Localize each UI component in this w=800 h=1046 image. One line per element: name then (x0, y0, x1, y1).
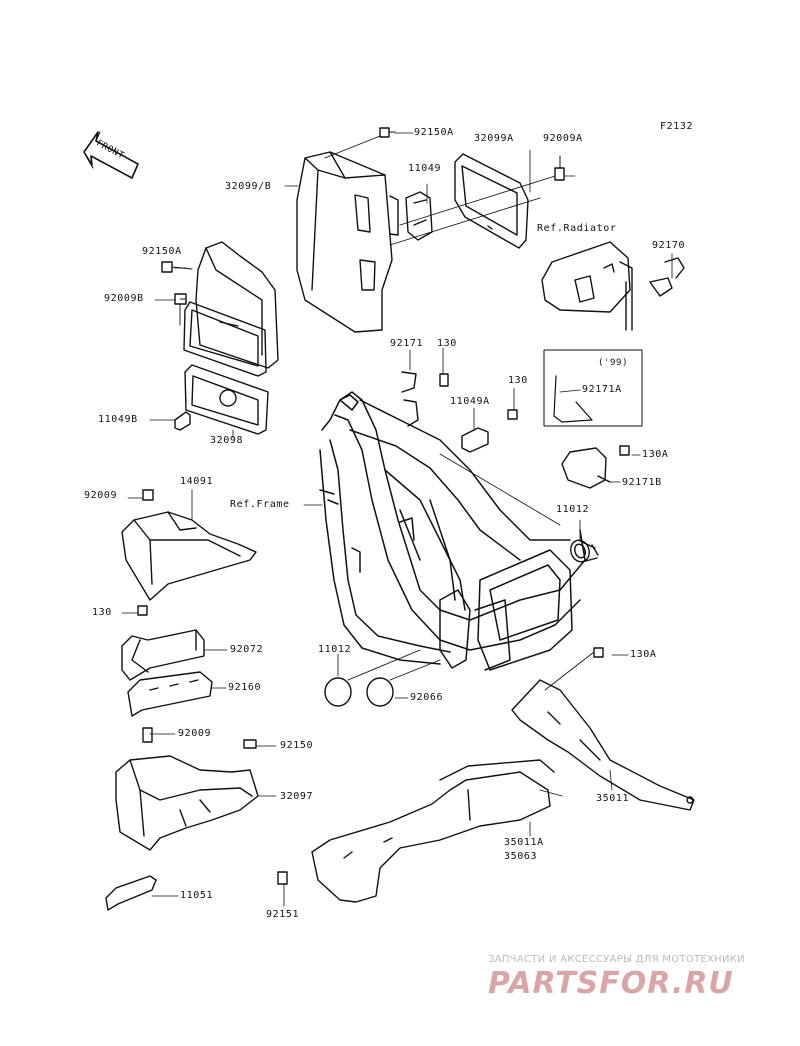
year-99-box (543, 349, 643, 427)
bracket-92072 (121, 629, 205, 681)
label-92066: 92066 (410, 692, 444, 703)
label-92072: 92072 (230, 644, 264, 655)
label-130-mid: 130 (508, 375, 528, 386)
bolt-92009-low (142, 727, 153, 743)
label-92171: 92171 (390, 338, 424, 349)
bolt-92150A-left (161, 261, 173, 273)
guard-14091 (121, 511, 257, 601)
bolt-92009-mid (142, 489, 154, 501)
bolt-130-top (439, 373, 449, 387)
figure-id: F2132 (660, 121, 694, 132)
label-130-top: 130 (437, 338, 457, 349)
label-92009B: 92009B (104, 293, 144, 304)
label-11012-right: 11012 (556, 504, 590, 515)
battery-case-left (183, 241, 279, 377)
ref-radiator-label: Ref.Radiator (537, 223, 617, 234)
tray-92160 (127, 671, 213, 717)
label-35011: 35011 (596, 793, 630, 804)
bolt-130-left (137, 605, 148, 616)
watermark-logo: PARTSFOR.RU (488, 966, 734, 1001)
label-35063: 35063 (504, 851, 538, 862)
label-92009-mid: 92009 (84, 490, 118, 501)
label-32097: 32097 (280, 791, 314, 802)
bracket-11049B (174, 411, 191, 431)
cap-11012-lower (324, 677, 352, 707)
bolt-92150A-top (379, 127, 390, 138)
battery-cover-32099B (296, 151, 399, 333)
battery-tray-32098 (184, 364, 269, 435)
label-35011A: 35011A (504, 837, 544, 848)
label-32099B: 32099/B (225, 181, 272, 192)
stay-35011 (511, 679, 695, 811)
label-92171A: 92171A (582, 384, 622, 395)
hook-92171 (401, 371, 419, 427)
label-92009A: 92009A (543, 133, 583, 144)
washer-92150 (243, 739, 257, 749)
front-arrow-icon (83, 131, 139, 179)
bracket-35011A (311, 759, 555, 903)
label-92160: 92160 (228, 682, 262, 693)
ref-frame-label: Ref.Frame (230, 499, 290, 510)
bolt-130A-top (619, 445, 630, 456)
label-11051: 11051 (180, 890, 214, 901)
case-32097 (115, 755, 259, 851)
label-92150: 92150 (280, 740, 314, 751)
label-130A-bot: 130A (630, 649, 657, 660)
bolt-130-mid (507, 409, 518, 420)
clip-92171B (561, 447, 611, 489)
label-92171B: 92171B (622, 477, 662, 488)
radiator-ref (541, 241, 633, 331)
label-11049: 11049 (408, 163, 442, 174)
bolt-92151 (277, 871, 288, 885)
label-32099A: 32099A (474, 133, 514, 144)
label-92150A-left: 92150A (142, 246, 182, 257)
bracket-11049A (461, 427, 489, 453)
label-92150A-top: 92150A (414, 127, 454, 138)
label-11049B: 11049B (98, 414, 138, 425)
side-cover-32099A (454, 153, 529, 249)
label-32098: 32098 (210, 435, 244, 446)
bolt-92009A (554, 167, 565, 181)
label-14091: 14091 (180, 476, 214, 487)
note-99: ('99) (598, 358, 629, 368)
main-frame-ref (319, 391, 586, 671)
watermark-subtitle: ЗАПЧАСТИ И АКСЕССУАРЫ ДЛЯ МОТОТЕХНИКИ (488, 954, 745, 965)
label-92151: 92151 (266, 909, 300, 920)
label-130-left: 130 (92, 607, 112, 618)
ring-11012-upper (570, 539, 599, 563)
label-11012-left: 11012 (318, 644, 352, 655)
cap-92066 (366, 677, 394, 707)
label-130A-top: 130A (642, 449, 669, 460)
bracket-11051 (105, 875, 157, 911)
bolt-130A-bot (593, 647, 604, 658)
leader-lines (121, 132, 673, 907)
clamp-92170 (649, 257, 685, 297)
label-92170: 92170 (652, 240, 686, 251)
label-11049A: 11049A (450, 396, 490, 407)
label-92009-low: 92009 (178, 728, 212, 739)
